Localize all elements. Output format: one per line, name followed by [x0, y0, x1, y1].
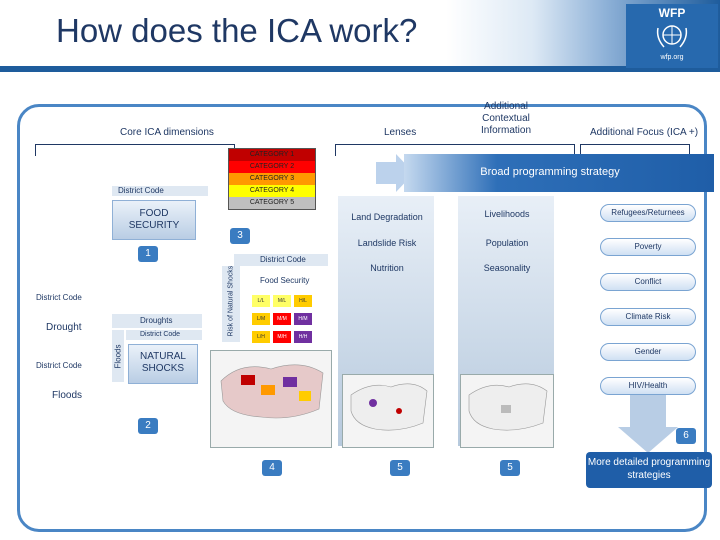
- info-seasonality: Seasonality: [483, 263, 531, 273]
- focus-hiv-health: HIV/Health: [600, 377, 696, 395]
- district-code-bar-3: [126, 330, 202, 340]
- lens-landslide-risk: Landslide Risk: [357, 238, 417, 248]
- step-5a-badge: 5: [390, 460, 410, 476]
- down-arrow-icon: [618, 395, 678, 453]
- risk-axis-label: Risk of Natural Shocks: [227, 265, 235, 337]
- info-population: Population: [485, 238, 529, 248]
- focus-bracket: [580, 144, 690, 156]
- food-security-box: [112, 200, 196, 240]
- step-5b-badge: 5: [500, 460, 520, 476]
- category-legend: CATEGORY 1 CATEGORY 2 CATEGORY 3 CATEGOR…: [228, 148, 316, 210]
- matrix-ml: M/L: [273, 295, 291, 307]
- district-code-label-3: District Code: [140, 331, 181, 338]
- droughts-label: Droughts: [140, 316, 173, 325]
- matrix-ll: L/L: [252, 295, 270, 307]
- additional-focus-header: Additional Focus (ICA +): [590, 127, 699, 138]
- core-bracket: [35, 144, 235, 156]
- step-3-badge: 3: [230, 228, 250, 244]
- matrix-hl: H/L: [294, 295, 312, 307]
- food-security-label: FOOD SECURITY: [128, 208, 180, 231]
- category-4: CATEGORY 4: [229, 185, 315, 197]
- info-livelihoods: Livelihoods: [484, 209, 530, 219]
- page-title: How does the ICA work?: [56, 12, 418, 49]
- district-code-bar-1: [112, 186, 208, 196]
- lens-land-degradation: Land Degradation: [351, 212, 423, 222]
- header-stripe: [0, 66, 720, 72]
- map-food-security: [210, 350, 332, 448]
- matrix-lm: L/M: [252, 313, 270, 325]
- focus-refugees: Refugees/Returnees: [600, 204, 696, 222]
- contextual-info-header: Additional Contextual Information: [480, 101, 532, 136]
- category-1: CATEGORY 1: [229, 149, 315, 161]
- risk-axis-bar: [222, 266, 240, 342]
- district-code-label-5: District Code: [36, 361, 82, 370]
- broad-strategy-arrow: [376, 154, 714, 192]
- district-code-label-1: District Code: [118, 186, 164, 195]
- district-code-label-2: District Code: [260, 255, 306, 264]
- natural-shocks-label: NATURAL SHOCKS: [140, 351, 186, 374]
- matrix-mh: M/H: [273, 331, 291, 343]
- logo-text-url: wfp.org: [660, 54, 684, 61]
- detailed-strategies-box: [586, 452, 712, 488]
- matrix-hm: H/M: [294, 313, 312, 325]
- droughts-bar: [112, 314, 202, 328]
- district-code-bar-2: [234, 254, 328, 266]
- step-4-badge: 4: [262, 460, 282, 476]
- broad-strategy-label: Broad programming strategy: [480, 166, 620, 178]
- drought-label: Drought: [46, 322, 82, 333]
- lenses-bracket: [335, 144, 575, 156]
- category-5: CATEGORY 5: [229, 197, 315, 209]
- diagram-frame: [17, 104, 707, 532]
- matrix-mm: M/M: [273, 313, 291, 325]
- logo-text-wfp: WFP: [658, 6, 686, 20]
- lens-nutrition: Nutrition: [370, 263, 404, 273]
- category-3: CATEGORY 3: [229, 173, 315, 185]
- detailed-strategies-label: More detailed programming strategies: [587, 457, 711, 481]
- un-emblem-icon: [656, 25, 688, 48]
- category-2: CATEGORY 2: [229, 161, 315, 173]
- floods-vertical-bar: [112, 330, 124, 382]
- focus-gender: Gender: [600, 343, 696, 361]
- header-gradient: [0, 0, 720, 72]
- map-contextual-info: [460, 374, 554, 448]
- floods-vertical-label: Floods: [113, 344, 123, 369]
- food-security-axis-label: Food Security: [260, 276, 310, 285]
- focus-conflict: Conflict: [600, 273, 696, 291]
- core-dimensions-header: Core ICA dimensions: [120, 127, 214, 138]
- focus-climate-risk: Climate Risk: [600, 308, 696, 326]
- district-code-label-4: District Code: [36, 293, 82, 302]
- natural-shocks-box: [128, 344, 198, 384]
- step-1-badge: 1: [138, 246, 158, 262]
- map-lenses: [342, 374, 434, 448]
- matrix-lh: L/H: [252, 331, 270, 343]
- matrix-hh: H/H: [294, 331, 312, 343]
- floods-label: Floods: [52, 390, 83, 401]
- step-6-badge: 6: [676, 428, 696, 444]
- step-2-badge: 2: [138, 418, 158, 434]
- lenses-header: Lenses: [384, 127, 417, 138]
- focus-poverty: Poverty: [600, 238, 696, 256]
